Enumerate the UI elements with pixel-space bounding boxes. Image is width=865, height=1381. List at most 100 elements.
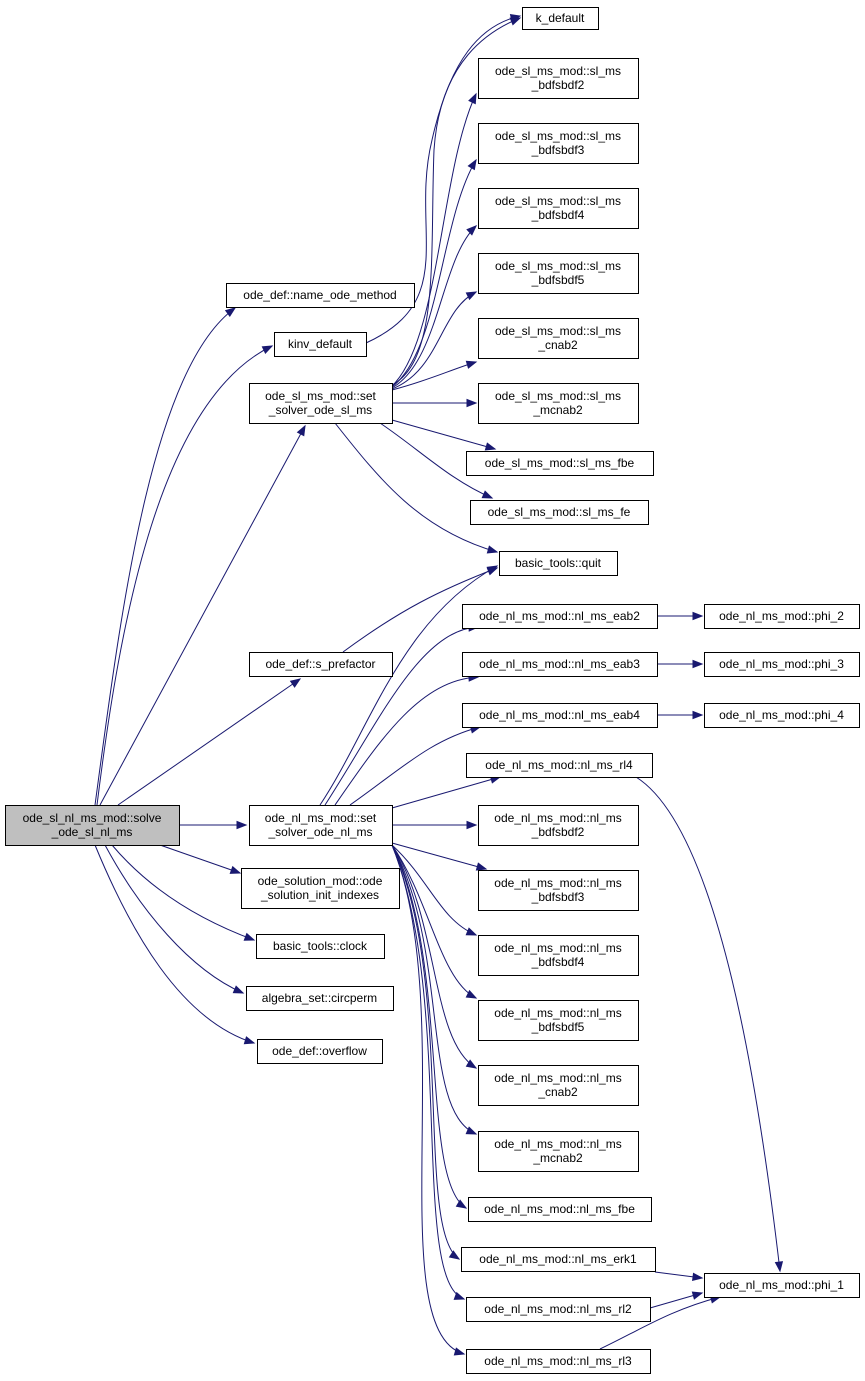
- node-box: [226, 283, 415, 308]
- node-sl_bdf3[interactable]: ode_sl_ms_mod::sl_ms_bdfsbdf3: [478, 123, 639, 164]
- node-sl_bdf2[interactable]: ode_sl_ms_mod::sl_ms_bdfsbdf2: [478, 58, 639, 99]
- node-label-line: ode_sl_ms_mod::set: [265, 389, 376, 403]
- node-label-line: ode_sl_ms_mod::sl_ms: [495, 129, 621, 143]
- node-box: [704, 703, 860, 728]
- node-sl_fe[interactable]: ode_sl_ms_mod::sl_ms_fe: [470, 500, 649, 525]
- node-phi4[interactable]: ode_nl_ms_mod::phi_4: [704, 703, 860, 728]
- node-eab3[interactable]: ode_nl_ms_mod::nl_ms_eab3: [462, 652, 658, 677]
- arrowhead-set_nl-to-nl_bdf4: [465, 927, 478, 936]
- edge-set_nl-to-nl_bdf3: [391, 842, 487, 870]
- arrowhead-set_nl-to-nl_bdf2: [466, 820, 478, 830]
- node-s_pref[interactable]: ode_def::s_prefactor: [249, 652, 393, 677]
- node-box: [461, 1247, 656, 1272]
- node-box: [462, 604, 658, 629]
- node-nl_bdf4[interactable]: ode_nl_ms_mod::nl_ms_bdfsbdf4: [478, 935, 639, 976]
- node-sl_mcnab2[interactable]: ode_sl_ms_mod::sl_ms_mcnab2: [478, 383, 639, 424]
- node-box: [466, 451, 654, 476]
- edge-set_nl-to-nl_cnab2: [391, 844, 477, 1069]
- edge-rl3-to-phi1: [599, 1296, 721, 1350]
- arrowhead-set_nl-to-nl_mcnab2: [465, 1126, 478, 1135]
- node-label-line: ode_nl_ms_mod::nl_ms_erk1: [479, 1252, 637, 1266]
- node-nl_bdf3[interactable]: ode_nl_ms_mod::nl_ms_bdfsbdf3: [478, 870, 639, 911]
- node-label-line: ode_nl_ms_mod::nl_ms_rl4: [485, 758, 633, 772]
- node-nl_mcnab2[interactable]: ode_nl_ms_mod::nl_ms_mcnab2: [478, 1131, 639, 1172]
- arrowhead-set_nl-to-nl_cnab2: [465, 1059, 478, 1069]
- node-box: [704, 652, 860, 677]
- node-eab2[interactable]: ode_nl_ms_mod::nl_ms_eab2: [462, 604, 658, 629]
- node-box: [470, 500, 649, 525]
- edge-root-to-kinv: [96, 345, 273, 806]
- node-label-line: ode_nl_ms_mod::set: [265, 811, 377, 825]
- node-label-line: ode_nl_ms_mod::phi_2: [719, 609, 844, 623]
- node-label-line: _bdfsbdf3: [531, 890, 585, 904]
- node-overflow[interactable]: ode_def::overflow: [257, 1039, 383, 1064]
- node-set_sl[interactable]: ode_sl_ms_mod::set_solver_ode_sl_ms: [249, 383, 393, 424]
- node-rl3[interactable]: ode_nl_ms_mod::nl_ms_rl3: [466, 1349, 651, 1374]
- arrowhead-set_nl-to-rl2: [453, 1291, 466, 1300]
- node-nl_bdf5[interactable]: ode_nl_ms_mod::nl_ms_bdfsbdf5: [478, 1000, 639, 1041]
- node-nl_bdf2[interactable]: ode_nl_ms_mod::nl_ms_bdfsbdf2: [478, 805, 639, 846]
- node-label-line: ode_nl_ms_mod::nl_ms: [494, 941, 621, 955]
- node-kinv[interactable]: kinv_default: [274, 332, 367, 357]
- node-sl_bdf4[interactable]: ode_sl_ms_mod::sl_ms_bdfsbdf4: [478, 188, 639, 229]
- arrowhead-root-to-overflow: [243, 1036, 256, 1045]
- node-label-line: ode_sl_ms_mod::sl_ms_fe: [488, 505, 631, 519]
- node-phi2[interactable]: ode_nl_ms_mod::phi_2: [704, 604, 860, 629]
- arrowhead-erk1-to-phi1: [692, 1272, 704, 1281]
- node-label-line: ode_nl_ms_mod::nl_ms_eab4: [479, 708, 640, 722]
- node-k_default[interactable]: k_default: [522, 7, 599, 30]
- node-sl_bdf5[interactable]: ode_sl_ms_mod::sl_ms_bdfsbdf5: [478, 253, 639, 294]
- node-label-line: ode_sl_ms_mod::sl_ms_fbe: [485, 456, 635, 470]
- node-rl4[interactable]: ode_nl_ms_mod::nl_ms_rl4: [466, 753, 653, 778]
- node-box: [274, 332, 367, 357]
- node-label-line: ode_solution_mod::ode: [258, 874, 383, 888]
- arrowhead-root-to-kinv: [261, 345, 274, 354]
- node-label-line: _solution_init_indexes: [260, 888, 379, 902]
- node-name_ode[interactable]: ode_def::name_ode_method: [226, 283, 415, 308]
- node-box: [478, 123, 639, 164]
- node-set_nl[interactable]: ode_nl_ms_mod::set_solver_ode_nl_ms: [249, 805, 393, 846]
- node-sl_cnab2[interactable]: ode_sl_ms_mod::sl_ms_cnab2: [478, 318, 639, 359]
- node-box: [478, 935, 639, 976]
- node-nl_fbe[interactable]: ode_nl_ms_mod::nl_ms_fbe: [468, 1197, 652, 1222]
- node-erk1[interactable]: ode_nl_ms_mod::nl_ms_erk1: [461, 1247, 656, 1272]
- node-circperm[interactable]: algebra_set::circperm: [246, 986, 394, 1011]
- node-rl2[interactable]: ode_nl_ms_mod::nl_ms_rl2: [466, 1297, 651, 1322]
- node-label-line: ode_sl_ms_mod::sl_ms: [495, 64, 621, 78]
- node-sl_fbe[interactable]: ode_sl_ms_mod::sl_ms_fbe: [466, 451, 654, 476]
- node-label-line: _bdfsbdf2: [531, 825, 585, 839]
- edge-root-to-name_ode: [94, 307, 236, 806]
- node-phi3[interactable]: ode_nl_ms_mod::phi_3: [704, 652, 860, 677]
- edge-root-to-overflow: [94, 844, 255, 1044]
- node-box: [478, 870, 639, 911]
- arrowhead-rl2-to-phi1: [691, 1291, 704, 1300]
- node-phi1[interactable]: ode_nl_ms_mod::phi_1: [704, 1273, 860, 1298]
- node-box: [466, 1349, 651, 1374]
- node-root[interactable]: ode_sl_nl_ms_mod::solve_ode_sl_nl_ms: [5, 805, 180, 846]
- node-box: [249, 805, 393, 846]
- edge-set_nl-to-nl_mcnab2: [391, 844, 477, 1135]
- node-sol_init[interactable]: ode_solution_mod::ode_solution_init_inde…: [241, 868, 400, 909]
- node-label-line: ode_sl_ms_mod::sl_ms: [495, 259, 621, 273]
- node-box: [5, 805, 180, 846]
- node-box: [478, 1131, 639, 1172]
- arrowhead-set_sl-to-sl_bdf3: [467, 158, 477, 171]
- node-eab4[interactable]: ode_nl_ms_mod::nl_ms_eab4: [462, 703, 658, 728]
- node-box: [249, 652, 393, 677]
- node-box: [478, 1065, 639, 1106]
- arrowhead-set_sl-to-quit: [486, 545, 499, 554]
- node-nl_cnab2[interactable]: ode_nl_ms_mod::nl_ms_cnab2: [478, 1065, 639, 1106]
- edge-set_sl-to-sl_bdf5: [391, 291, 477, 390]
- node-box: [478, 318, 639, 359]
- node-box: [478, 383, 639, 424]
- arrowhead-set_sl-to-sl_cnab2: [465, 360, 478, 369]
- node-label-line: algebra_set::circperm: [262, 991, 377, 1005]
- node-clock[interactable]: basic_tools::clock: [256, 934, 385, 959]
- node-quit[interactable]: basic_tools::quit: [499, 551, 618, 576]
- node-label-line: ode_nl_ms_mod::nl_ms: [494, 1071, 621, 1085]
- edge-set_sl-to-sl_bdf4: [391, 225, 477, 389]
- arrowhead-eab3-to-phi3: [692, 659, 704, 669]
- arrowhead-root-to-clock: [243, 932, 256, 941]
- node-box: [468, 1197, 652, 1222]
- arrowhead-set_nl-to-rl3: [453, 1347, 466, 1356]
